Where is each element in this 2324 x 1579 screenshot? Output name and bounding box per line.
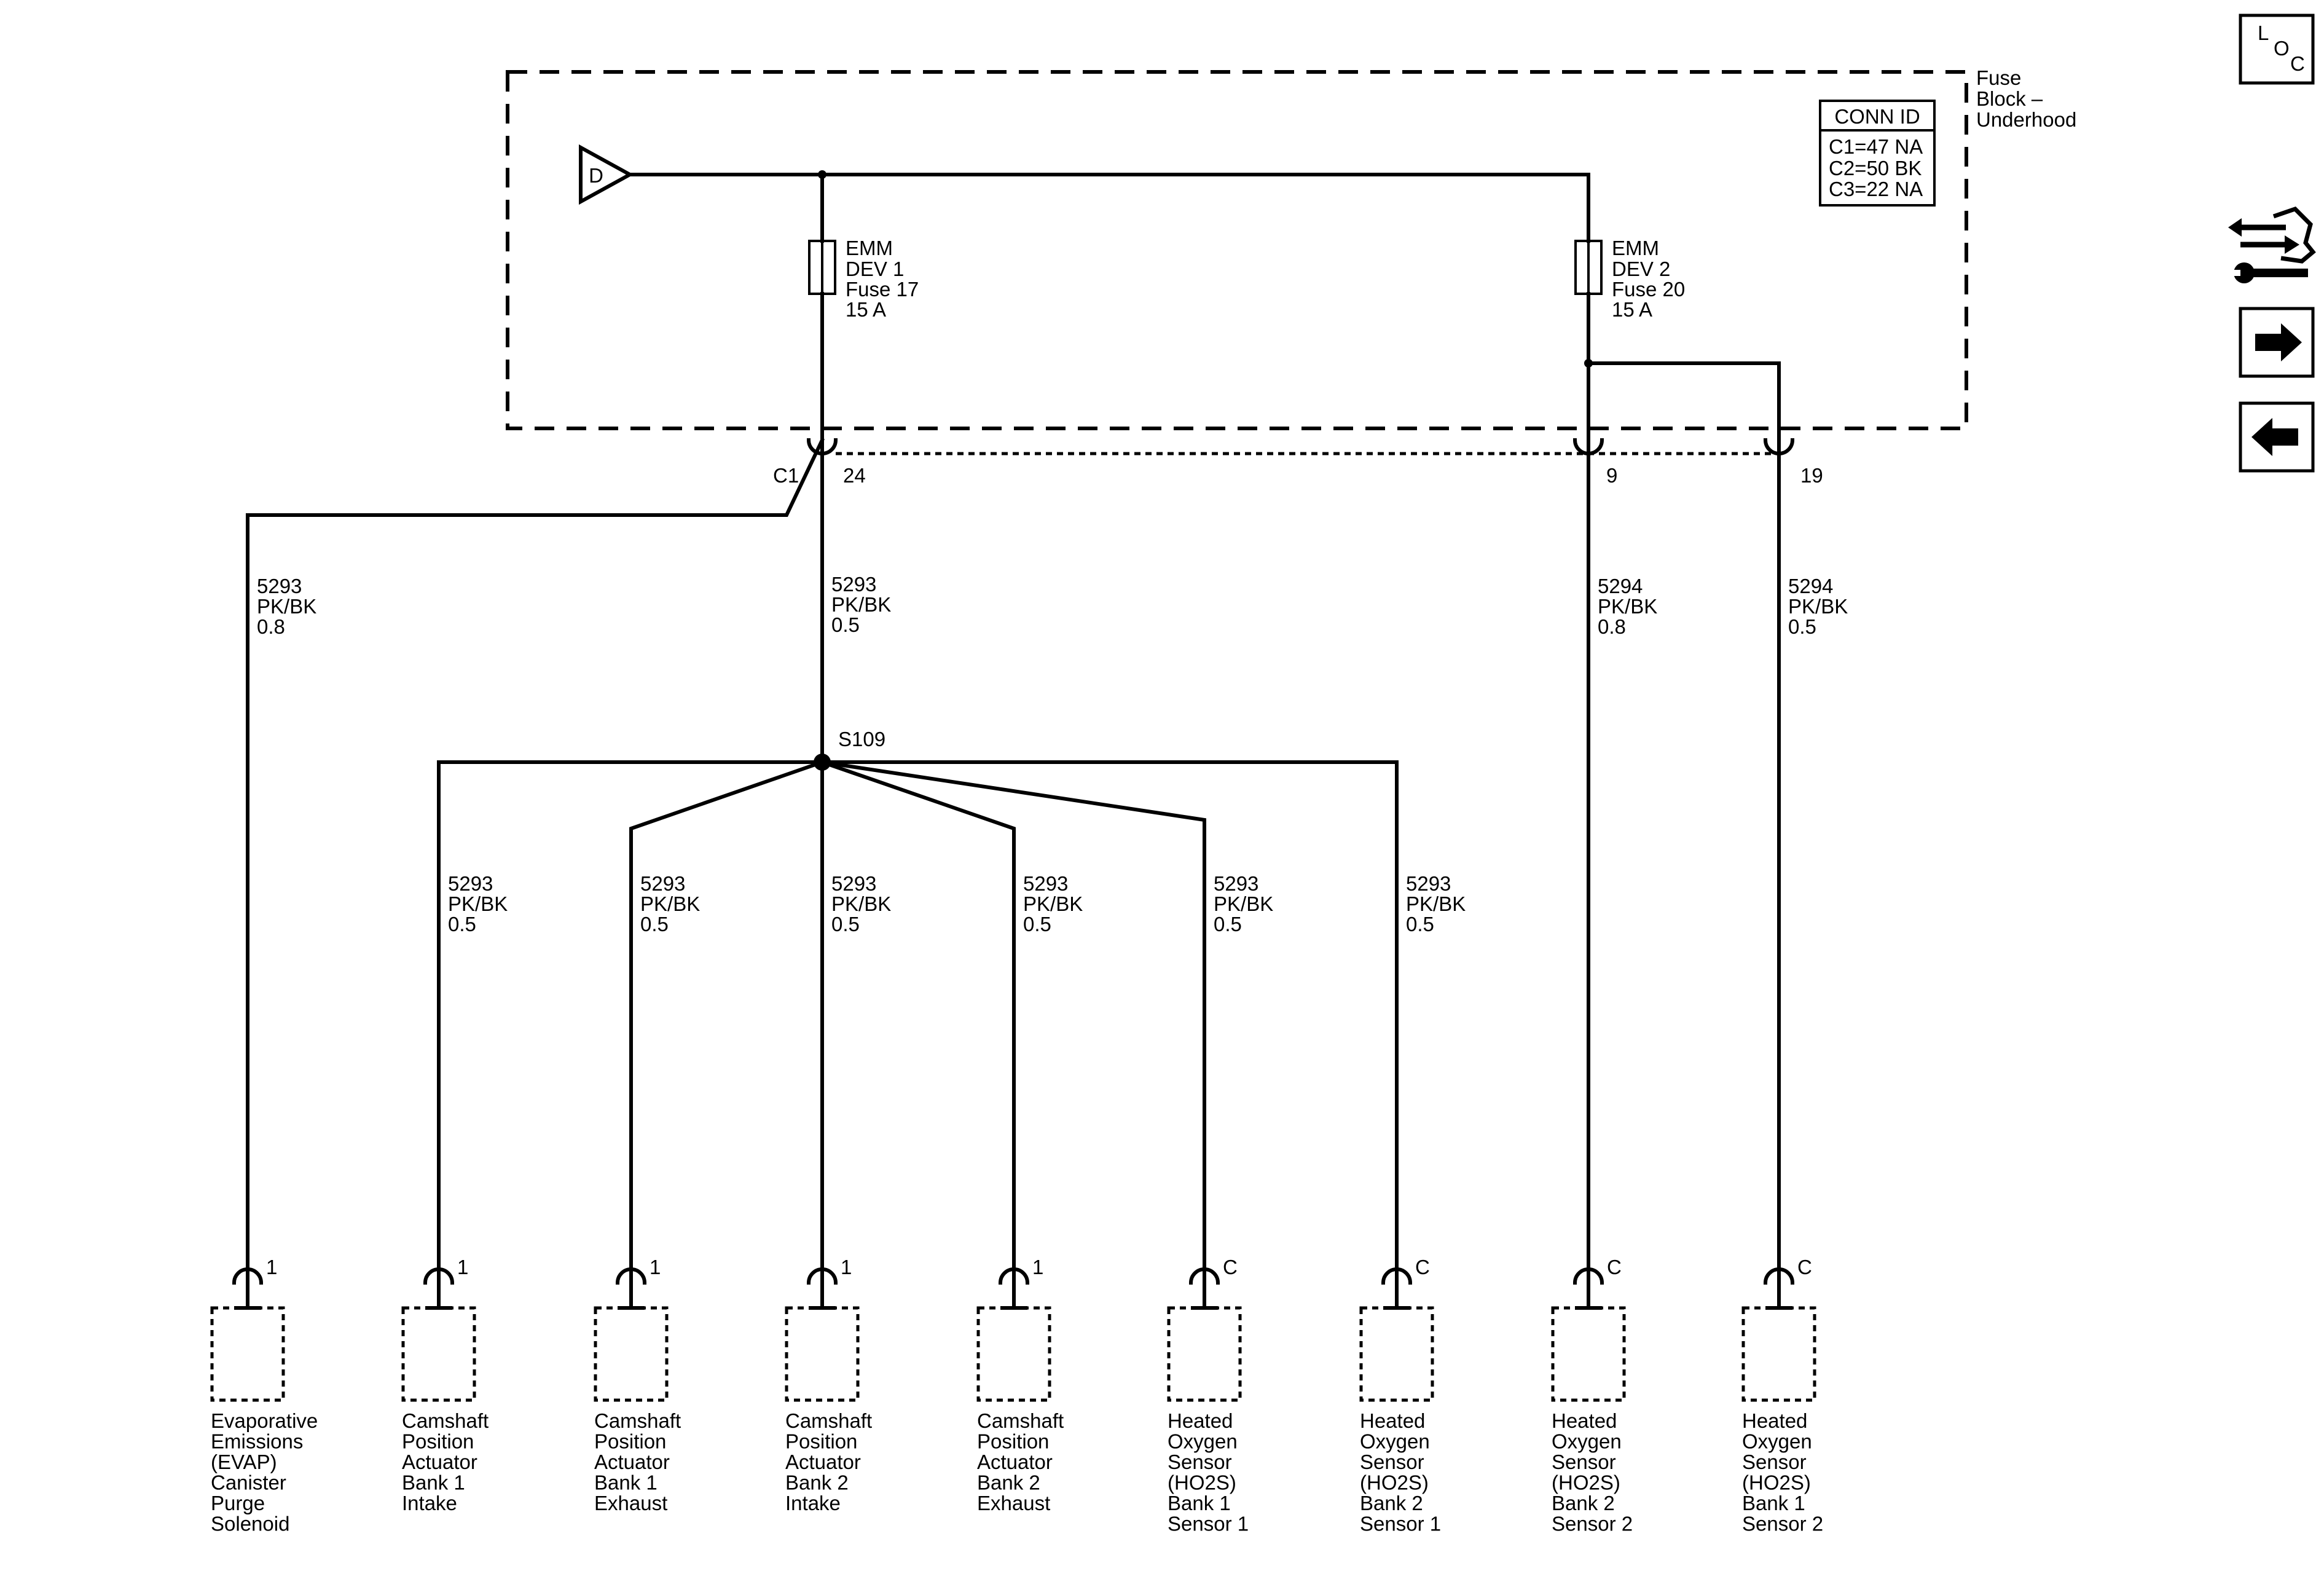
branch-5 <box>820 760 1206 1250</box>
fuse-block-name: Fuse Block – Underhood <box>1976 66 2076 131</box>
wire-label-b3: 5293 PK/BK 0.5 <box>831 872 897 935</box>
svg-text:O: O <box>2274 37 2290 60</box>
component-body <box>401 1306 476 1402</box>
fuse-17-label: EMM DEV 1 Fuse 17 15 A <box>846 237 924 321</box>
pin-9-label: 9 <box>1606 464 1617 487</box>
branch-1 <box>437 760 824 1250</box>
wire-label-b6: 5293 PK/BK 0.5 <box>1406 872 1471 935</box>
previous-page-button[interactable] <box>2239 401 2315 473</box>
component-pin-label: C <box>1797 1256 1812 1278</box>
branch-4 <box>820 760 1016 1250</box>
component-body <box>976 1306 1051 1402</box>
loc-button[interactable]: L O C <box>2239 14 2315 85</box>
connector-pin-19 <box>1763 427 1795 455</box>
component-pin-label: 1 <box>1032 1256 1043 1278</box>
component-pin-label: 1 <box>266 1256 277 1278</box>
component-pin-label: C <box>1607 1256 1622 1278</box>
branch-2 <box>629 760 825 1250</box>
svg-text:C: C <box>2290 52 2305 75</box>
component-body <box>594 1306 669 1402</box>
fuse-block-outline <box>506 70 1968 430</box>
conn-id-header: CONN ID <box>1834 105 1920 128</box>
component-pin-label: 1 <box>650 1256 661 1278</box>
svg-text:D: D <box>589 164 603 187</box>
component-pin-label: 1 <box>457 1256 468 1278</box>
next-page-button[interactable] <box>2239 307 2315 378</box>
splice-s109-label: S109 <box>838 728 885 750</box>
arrow-right-icon <box>2255 323 2302 361</box>
wire-label-b5: 5293 PK/BK 0.5 <box>1214 872 1279 935</box>
wire-label-r1: 5294 PK/BK 0.8 <box>1598 575 1663 638</box>
component-body <box>1167 1306 1242 1402</box>
diagnostic-wrench-icon[interactable] <box>2228 206 2316 283</box>
component-body <box>1741 1306 1816 1402</box>
wire-label-trunk: 5293 PK/BK 0.5 <box>831 573 897 636</box>
arrow-left-icon <box>2251 418 2298 456</box>
wire-label-b2: 5293 PK/BK 0.5 <box>640 872 705 935</box>
pin-19-label: 19 <box>1800 464 1823 487</box>
component-body <box>210 1306 285 1402</box>
component-pin-label: 1 <box>841 1256 852 1278</box>
svg-text:L: L <box>2258 22 2269 44</box>
conn-id-rows: C1=47 NA C2=50 BK C3=22 NA <box>1829 135 1928 200</box>
component-pin-label: C <box>1223 1256 1238 1278</box>
component-body <box>785 1306 860 1402</box>
wire-label-b1: 5293 PK/BK 0.5 <box>448 872 513 935</box>
pin-24-label: 24 <box>843 464 866 487</box>
connector-pin-9 <box>1572 427 1604 455</box>
component-body <box>1551 1306 1626 1402</box>
wire-label-evap: 5293 PK/BK 0.8 <box>257 575 322 638</box>
wire-label-b4: 5293 PK/BK 0.5 <box>1023 872 1088 935</box>
component-pin-label: C <box>1415 1256 1430 1278</box>
component-body <box>1359 1306 1434 1402</box>
power-source-d: D <box>579 144 634 205</box>
conn-id-table: CONN ID C1=47 NA C2=50 BK C3=22 NA <box>1819 100 1936 207</box>
wire-evap <box>246 438 825 1250</box>
wire-label-r2: 5294 PK/BK 0.5 <box>1788 575 1853 638</box>
connector-c1-label: C1 <box>773 464 799 487</box>
branch-6 <box>820 760 1399 1250</box>
fuse-20-label: EMM DEV 2 Fuse 20 15 A <box>1612 237 1690 321</box>
